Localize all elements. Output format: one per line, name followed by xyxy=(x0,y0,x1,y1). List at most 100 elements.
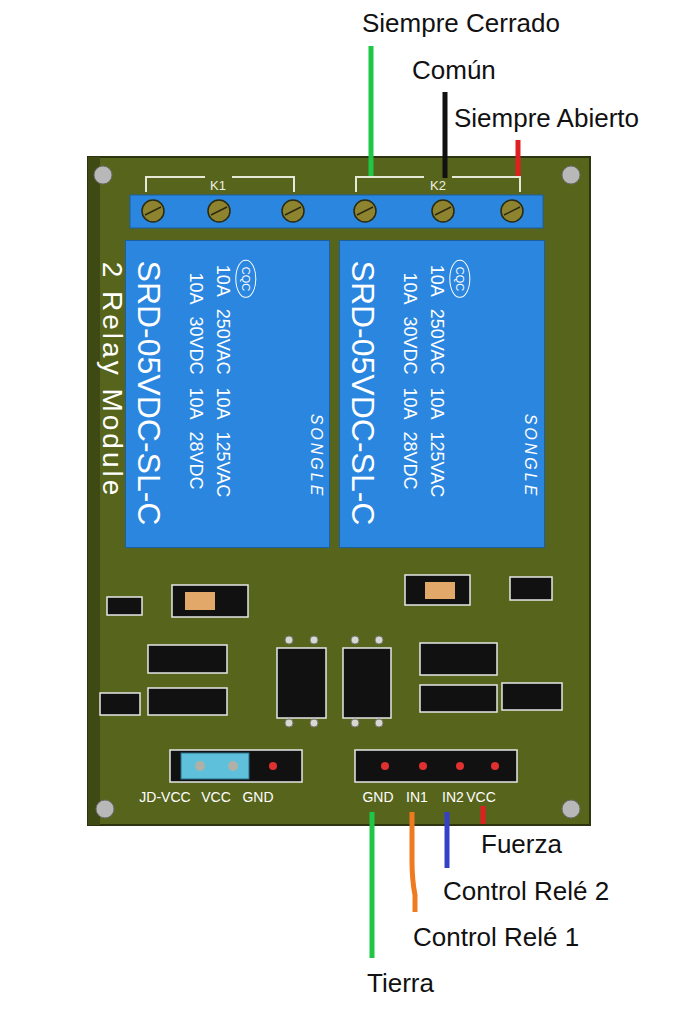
pin-name: VCC xyxy=(201,789,231,806)
terminal-screw-part xyxy=(435,207,451,215)
smd-component-part xyxy=(148,645,227,673)
pin-name: GND xyxy=(242,789,273,806)
pin-header-part xyxy=(456,762,464,770)
pin-name: VCC xyxy=(466,789,496,806)
led-pad-part xyxy=(185,592,215,610)
mounting-hole-part xyxy=(562,800,580,818)
rating-text: 10A 250VAC 10A 125VAC xyxy=(427,265,448,498)
relay-board: 2 Relay ModuleSONGLECQC10A 250VAC 10A 12… xyxy=(88,157,590,825)
terminal-screw-part xyxy=(211,207,227,215)
bottom-wire-part xyxy=(445,812,450,868)
contact-bracket-part xyxy=(356,177,424,192)
relay-name: K1 xyxy=(210,178,226,194)
relay-k1: SONGLE CQC10A 250VAC 10A 125VAC 10A 30VDC … xyxy=(125,240,330,548)
board-title: 2 Relay Module xyxy=(96,262,128,499)
smd-component-part xyxy=(510,577,552,600)
callout-label: Fuerza xyxy=(481,829,562,860)
pin-header xyxy=(170,750,517,782)
pin-name: JD-VCC xyxy=(139,789,190,806)
optocoupler-part-part xyxy=(351,636,359,644)
smd-component-part xyxy=(148,688,227,715)
brand-text: SONGLE xyxy=(521,414,539,499)
smd-component-part xyxy=(502,683,562,710)
relay-name: K2 xyxy=(430,178,446,194)
led-pad xyxy=(185,582,455,610)
terminal-screw xyxy=(142,200,523,222)
terminal-block-part xyxy=(130,195,543,228)
optocoupler-part xyxy=(277,648,326,718)
smd-component-part xyxy=(172,585,248,617)
pin-name: IN2 xyxy=(442,789,464,806)
contact-bracket-part xyxy=(232,177,294,192)
pcb-board xyxy=(88,157,590,825)
bottom-wire-part xyxy=(370,812,375,958)
terminal-screw-part xyxy=(142,200,164,222)
pin-header-part xyxy=(491,762,499,770)
contact-bracket-part xyxy=(146,177,205,192)
led-pad-part xyxy=(425,582,455,599)
brand-text: SONGLE xyxy=(307,414,325,499)
terminal-screw-part xyxy=(501,200,523,222)
contact-bracket-part xyxy=(452,177,520,192)
optocoupler-part-part xyxy=(351,719,359,727)
pin-header-part xyxy=(269,762,277,770)
rating-text: 10A 30VDC 10A 28VDC xyxy=(186,272,207,489)
pin-header-part xyxy=(355,750,517,782)
optocoupler-part xyxy=(285,636,383,727)
callout-label: Siempre Cerrado xyxy=(362,8,560,39)
relay-k2: SONGLE CQC10A 250VAC 10A 125VAC 10A 30VDC … xyxy=(339,240,545,548)
bottom-wire-part xyxy=(412,812,415,912)
bottom-wire-part xyxy=(481,806,486,824)
optocoupler-part xyxy=(343,648,391,718)
pin-header-part xyxy=(228,761,238,771)
model-number: SRD-05VDC-SL-C xyxy=(345,261,382,526)
callout-label: Control Relé 2 xyxy=(443,876,609,907)
smd-component-part xyxy=(420,643,497,675)
top-wire-part xyxy=(443,92,448,178)
smd-component-part xyxy=(107,597,142,615)
rating-text: 10A 30VDC 10A 28VDC xyxy=(400,272,421,489)
top-wire-part xyxy=(369,46,374,178)
optocoupler-part-part xyxy=(310,719,318,727)
optocoupler-part-part xyxy=(310,636,318,644)
terminal-screw-part xyxy=(208,200,230,222)
optocoupler-part-part xyxy=(375,636,383,644)
cert-mark: CQC xyxy=(236,260,257,298)
terminal-block xyxy=(130,195,543,228)
callout-label: Tierra xyxy=(367,968,434,999)
pin-header-part xyxy=(419,762,427,770)
mounting-hole-part xyxy=(562,166,580,184)
smd-component xyxy=(100,575,562,715)
pin-header-part xyxy=(170,750,302,782)
pin-name: GND xyxy=(362,789,393,806)
mounting-hole-part xyxy=(96,800,114,818)
optocoupler-part-part xyxy=(285,719,293,727)
optocoupler-part-part xyxy=(285,636,293,644)
terminal-screw-part xyxy=(285,207,301,215)
cert-mark: CQC xyxy=(450,260,471,298)
top-wire-part xyxy=(516,140,521,178)
smd-component-part xyxy=(405,575,470,605)
terminal-screw-part xyxy=(282,200,304,222)
terminal-screw-part xyxy=(357,207,373,215)
rating-text: 10A 250VAC 10A 125VAC xyxy=(213,265,234,498)
terminal-screw-part xyxy=(145,207,161,215)
pin-name: IN1 xyxy=(406,789,428,806)
contact-bracket xyxy=(146,177,520,192)
optocoupler-part-part xyxy=(375,719,383,727)
smd-component-part xyxy=(420,685,497,712)
terminal-screw-part xyxy=(354,200,376,222)
callout-label: Siempre Abierto xyxy=(454,103,639,134)
pin-header-part xyxy=(381,762,389,770)
pin-header-part xyxy=(181,753,249,779)
pin-header-part xyxy=(195,761,205,771)
pcb-board-part xyxy=(88,157,590,825)
model-number: SRD-05VDC-SL-C xyxy=(131,261,168,526)
mounting-hole xyxy=(94,166,580,818)
terminal-screw-part xyxy=(432,200,454,222)
smd-component-part xyxy=(100,693,140,715)
optocoupler xyxy=(277,636,391,727)
terminal-screw-part xyxy=(504,207,520,215)
callout-label: Control Relé 1 xyxy=(413,922,579,953)
